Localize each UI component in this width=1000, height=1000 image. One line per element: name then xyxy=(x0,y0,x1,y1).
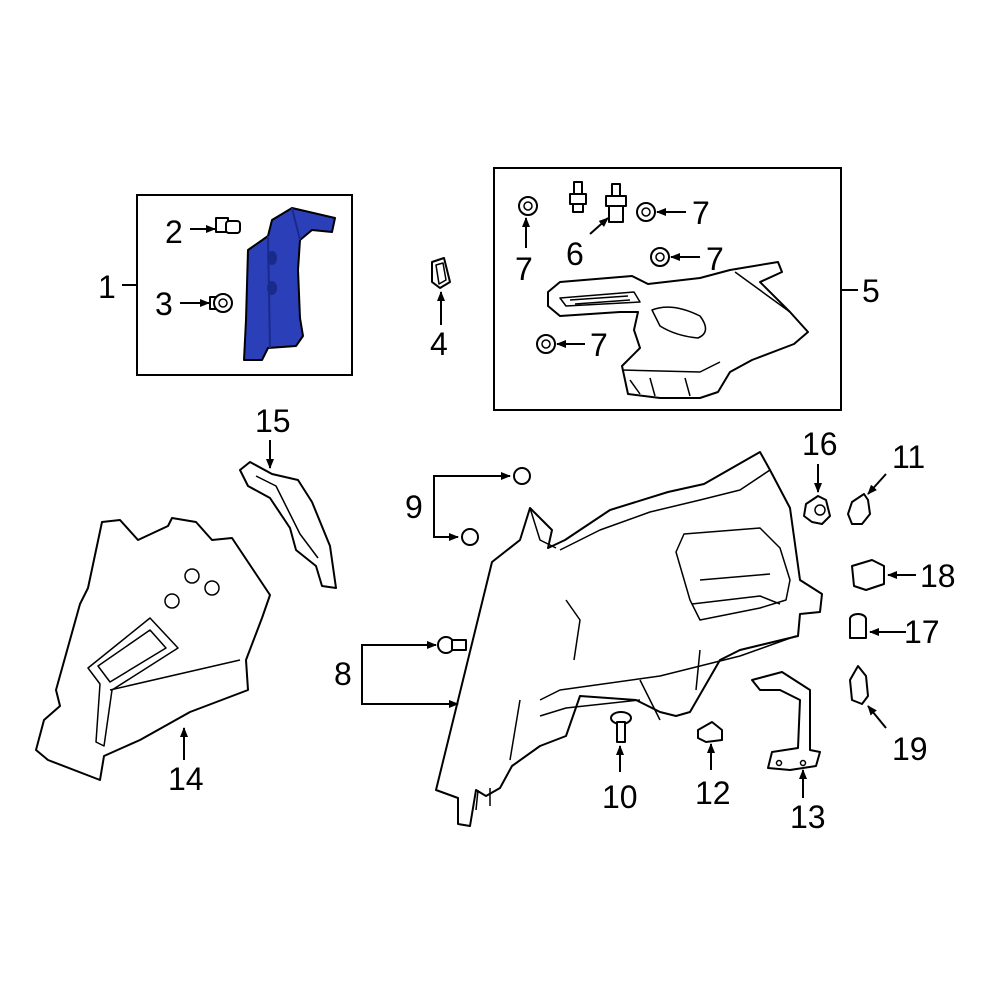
callout-14: 14 xyxy=(168,761,204,797)
clip-part-16[interactable] xyxy=(803,464,831,525)
screw-part-6[interactable] xyxy=(569,181,627,235)
callout-6: 6 xyxy=(566,236,584,272)
cap-part-9[interactable] xyxy=(433,467,531,546)
callout-3: 3 xyxy=(155,286,173,322)
clip-part-18[interactable] xyxy=(851,559,916,591)
bolt-part-8[interactable] xyxy=(437,636,467,654)
clip-part-7c[interactable] xyxy=(650,247,700,267)
clip-part-2[interactable] xyxy=(190,217,241,234)
callout-11: 11 xyxy=(892,439,925,475)
pillar-trim-shape xyxy=(243,207,336,361)
clip-part-3[interactable] xyxy=(180,293,233,313)
pad-part-4[interactable] xyxy=(431,257,451,325)
callout-7a: 7 xyxy=(515,251,533,287)
clip-part-7b[interactable] xyxy=(636,202,686,222)
clip-part-11[interactable] xyxy=(847,473,887,525)
callout-1: 1 xyxy=(98,269,116,305)
wheelhouse-trim-part-14[interactable] xyxy=(35,517,271,781)
upper-quarter-trim-part-5[interactable] xyxy=(547,261,809,399)
callout-15: 15 xyxy=(255,403,291,439)
pillar-trim-part-1[interactable] xyxy=(243,207,336,361)
callout-17: 17 xyxy=(904,614,940,650)
callout-2: 2 xyxy=(165,214,183,250)
callout-7b: 7 xyxy=(692,195,710,231)
callout-4: 4 xyxy=(430,326,448,362)
callout-12: 12 xyxy=(695,775,731,811)
callout-18: 18 xyxy=(920,558,956,594)
callout-7c: 7 xyxy=(706,241,724,277)
callout-10: 10 xyxy=(602,779,638,815)
cap-part-17[interactable] xyxy=(849,613,906,639)
clip-part-19[interactable] xyxy=(849,665,887,729)
clip-part-12[interactable] xyxy=(697,721,723,770)
callout-7d: 7 xyxy=(590,327,608,363)
group-box-1 xyxy=(122,194,353,376)
bracket-part-13[interactable] xyxy=(751,671,821,798)
quarter-trim-panel-part-8[interactable] xyxy=(361,451,823,827)
callout-9: 9 xyxy=(405,489,423,525)
clip-part-7a[interactable] xyxy=(518,196,538,248)
callout-13: 13 xyxy=(790,799,826,835)
group-box-5 xyxy=(493,167,858,411)
callout-5: 5 xyxy=(862,273,880,309)
callout-labels: 1 2 3 4 5 6 7 7 7 7 8 9 10 11 12 13 14 1… xyxy=(98,195,956,835)
trim-strip-part-15[interactable] xyxy=(239,440,337,589)
clip-part-10[interactable] xyxy=(610,711,632,772)
callout-16: 16 xyxy=(802,426,838,462)
callout-19: 19 xyxy=(892,731,928,767)
callout-8: 8 xyxy=(334,656,352,692)
clip-part-7d[interactable] xyxy=(536,334,585,354)
